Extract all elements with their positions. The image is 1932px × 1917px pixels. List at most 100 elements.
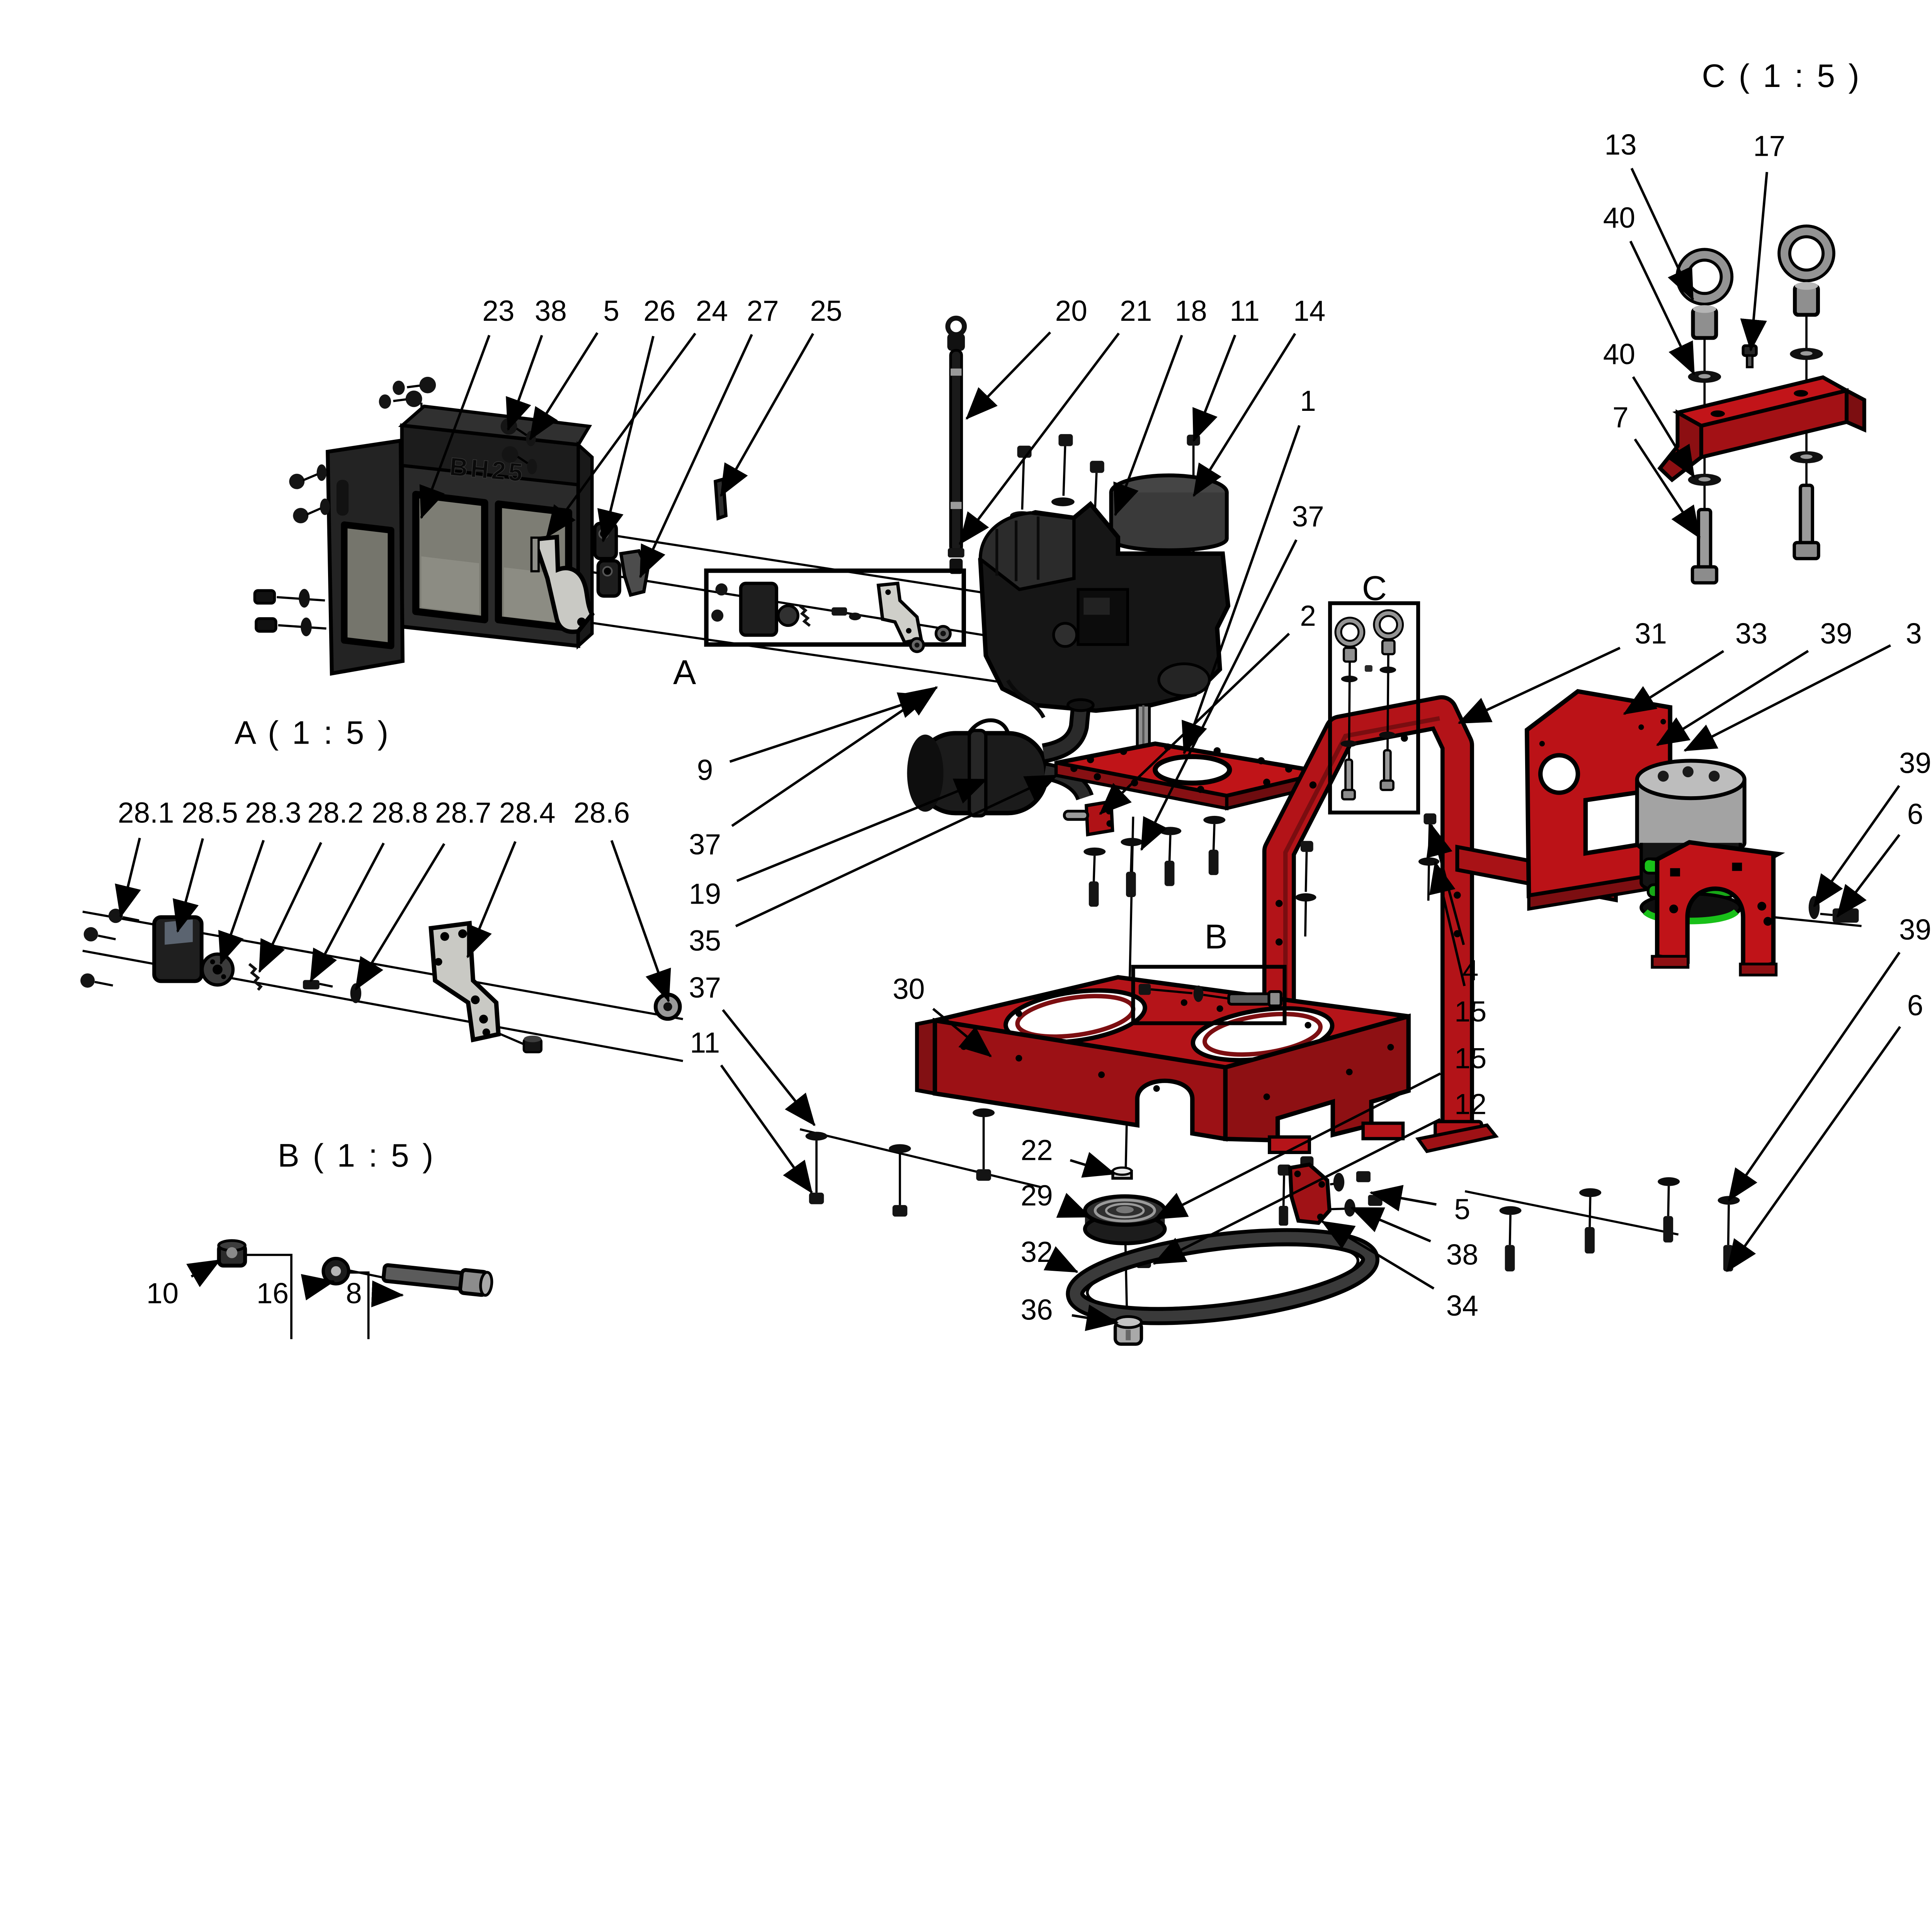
callout-36: 36	[1021, 1294, 1053, 1326]
leader-line-40	[1632, 376, 1695, 478]
section-c-box	[1328, 601, 1420, 815]
callout-24: 24	[696, 295, 728, 327]
leader-line-3	[1683, 644, 1891, 752]
callout-3: 3	[1906, 617, 1922, 650]
callout-8: 8	[346, 1277, 362, 1309]
callout-5: 5	[1454, 1193, 1470, 1226]
callout-18: 18	[1175, 295, 1207, 327]
dipstick-20	[945, 315, 967, 574]
leader-line-28.2	[258, 842, 322, 973]
callout-28.5: 28.5	[182, 796, 238, 829]
leader-line-28.5	[173, 838, 204, 933]
detail-view-title-B: B ( 1 : 5 )	[278, 1137, 435, 1174]
callout-37: 37	[689, 971, 721, 1004]
leader-line-28.4	[466, 841, 517, 958]
callout-32: 32	[1021, 1236, 1053, 1268]
callout-28.8: 28.8	[372, 796, 428, 829]
detail-a-parts	[80, 909, 682, 1054]
callout-28.4: 28.4	[499, 796, 556, 829]
callout-40: 40	[1603, 338, 1635, 370]
callout-28.2: 28.2	[307, 796, 364, 829]
leader-line-39	[1728, 952, 1901, 1202]
leader-line-35	[735, 774, 1058, 928]
callout-16: 16	[257, 1277, 289, 1309]
leader-line-37	[722, 1009, 816, 1126]
callout-19: 19	[689, 878, 721, 910]
leader-line-5	[1369, 1185, 1437, 1212]
washer-28-7	[350, 983, 362, 1003]
leader-line-25	[719, 333, 815, 497]
leader-line-11	[720, 1064, 813, 1194]
callout-40: 40	[1603, 201, 1635, 234]
detail-view-title-C: C ( 1 : 5 )	[1702, 58, 1861, 94]
callout-37: 37	[1292, 500, 1324, 533]
leader-line-7	[1634, 438, 1701, 539]
clutch-guard-bracket	[1651, 840, 1859, 977]
v-belt-32	[1066, 1228, 1379, 1325]
callout-28.1: 28.1	[118, 796, 174, 829]
section-marker-A: A	[673, 653, 698, 691]
callout-12: 12	[1454, 1088, 1486, 1120]
leader-line-23	[419, 335, 491, 519]
engine-18	[978, 473, 1231, 748]
callout-21: 21	[1120, 295, 1152, 327]
housing-logo: BH25	[449, 452, 527, 487]
callout-15: 15	[1454, 995, 1486, 1028]
callout-35: 35	[689, 924, 721, 957]
drive-train	[1066, 1166, 1379, 1346]
callout-11: 11	[690, 1026, 720, 1059]
leader-line-32	[1043, 1246, 1079, 1273]
leader-line-24	[546, 332, 696, 538]
leader-line-37	[731, 686, 938, 827]
leader-line-38	[1350, 1207, 1431, 1243]
callout-37: 37	[689, 828, 721, 860]
callout-6: 6	[1907, 989, 1923, 1021]
callout-39: 39	[1899, 913, 1931, 946]
bolt-7	[1697, 508, 1713, 570]
leader-line-18	[1113, 335, 1183, 516]
leader-line-36	[1071, 1304, 1119, 1331]
callout-38: 38	[535, 295, 567, 327]
callout-30: 30	[893, 972, 925, 1005]
leader-line-28.3	[218, 840, 265, 965]
callout-26: 26	[643, 295, 675, 327]
leader-line-10	[186, 1259, 221, 1287]
leader-line-2	[1099, 633, 1290, 815]
leader-line-39	[1656, 650, 1809, 746]
section-b-box	[1131, 965, 1287, 1025]
bolt-28-8	[303, 980, 320, 989]
callout-22: 22	[1021, 1134, 1053, 1166]
frame-bolts-row	[1499, 1177, 1740, 1272]
leader-line-30	[932, 1008, 992, 1057]
leader-line-39	[1813, 785, 1900, 907]
leader-line-17	[1740, 172, 1768, 352]
plate-25	[713, 477, 728, 521]
bolt-8	[381, 1263, 493, 1297]
callout-17: 17	[1753, 130, 1785, 162]
section-marker-C: C	[1362, 569, 1389, 608]
callout-15: 15	[1454, 1042, 1486, 1074]
leader-line-15	[1429, 861, 1466, 986]
callout-4: 4	[1463, 954, 1479, 986]
leader-line-28.1	[115, 838, 141, 918]
leader-line-28.8	[310, 842, 385, 982]
callout-28.3: 28.3	[245, 796, 301, 829]
leader-line-19	[736, 778, 988, 882]
callout-25: 25	[810, 295, 842, 327]
exploded-view-diagram: 2338526242725202118111413723133393396396…	[80, 57, 1932, 1346]
callout-7: 7	[1612, 401, 1629, 434]
callout-1: 1	[1300, 385, 1316, 417]
callout-28.7: 28.7	[435, 796, 492, 829]
leader-line-28.6	[610, 840, 671, 1003]
leader-line-8	[371, 1280, 404, 1308]
callout-5: 5	[603, 295, 619, 327]
callout-39: 39	[1899, 747, 1931, 779]
section-marker-B: B	[1204, 917, 1230, 956]
leader-line-38	[506, 335, 543, 431]
callout-39: 39	[1820, 617, 1852, 650]
leader-line-34	[1321, 1220, 1435, 1290]
leader-line-31	[1458, 647, 1621, 724]
leader-line-26	[597, 335, 655, 543]
